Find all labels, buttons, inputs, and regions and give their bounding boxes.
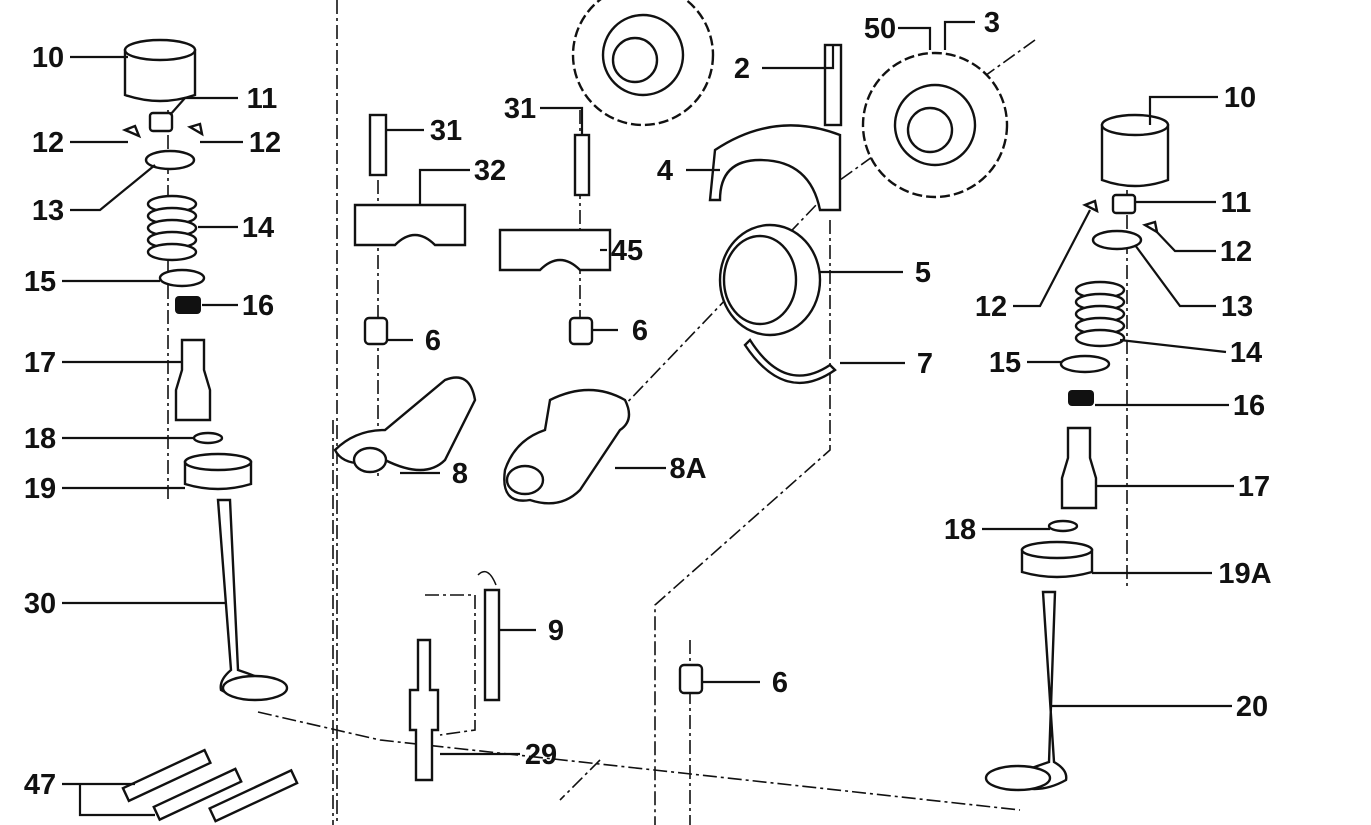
part-number-label: 12 [249, 127, 281, 159]
part-number-label: 4 [657, 155, 673, 187]
part-number-label: 10 [32, 42, 64, 74]
part-number-label: 18 [24, 423, 56, 455]
part-number-label: 30 [24, 588, 56, 620]
part-number-label: 8A [669, 453, 706, 485]
part-number-label: 31 [504, 93, 536, 125]
part-number-label: 15 [24, 266, 56, 298]
part-number-label: 12 [1220, 236, 1252, 268]
part-number-label: 19A [1218, 558, 1271, 590]
left-valve-assembly [121, 38, 289, 702]
part-number-label: 12 [32, 127, 64, 159]
part-number-label: 16 [1233, 390, 1265, 422]
part-number-label: 11 [247, 83, 278, 115]
part-number-label: 12 [975, 291, 1007, 323]
part-number-label: 8 [452, 458, 468, 490]
part-number-label: 17 [24, 347, 56, 379]
camshaft-parts [333, 113, 631, 505]
part-number-label: 19 [24, 473, 56, 505]
part-number-label: 6 [632, 315, 648, 347]
part-number-label: 13 [32, 195, 64, 227]
part-number-label: 16 [242, 290, 274, 322]
part-number-label: 14 [1230, 337, 1262, 369]
part-number-label: 7 [917, 348, 933, 380]
part-number-label: 15 [989, 347, 1021, 379]
part-number-label: 18 [944, 514, 976, 546]
part-number-label: 11 [1221, 187, 1252, 219]
part-number-label: 31 [430, 115, 462, 147]
leader-lines [62, 20, 1234, 817]
part-number-label: 50 [864, 13, 896, 45]
part-number-label: 14 [242, 212, 274, 244]
part-number-label: 6 [425, 325, 441, 357]
part-number-label: 20 [1236, 691, 1268, 723]
part-number-label: 32 [474, 155, 506, 187]
part-number-label: 13 [1221, 291, 1253, 323]
part-number-label: 47 [24, 769, 56, 801]
part-number-label: 45 [611, 235, 643, 267]
shims [121, 748, 299, 823]
part-number-label: 3 [984, 7, 1000, 39]
sprockets [571, 0, 1009, 695]
part-number-label: 2 [734, 53, 750, 85]
right-valve-assembly [984, 113, 1170, 792]
part-number-label: 6 [772, 667, 788, 699]
spark-plug [408, 570, 501, 782]
part-number-label: 5 [915, 257, 931, 289]
part-number-label: 29 [525, 739, 557, 771]
part-number-label: 17 [1238, 471, 1270, 503]
part-number-label: 9 [548, 615, 564, 647]
part-number-label: 10 [1224, 82, 1256, 114]
